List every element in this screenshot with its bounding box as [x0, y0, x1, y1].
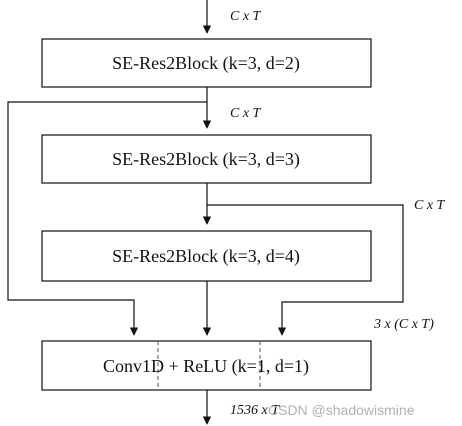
block2-box [41, 134, 372, 184]
block3-box [41, 230, 372, 282]
conv-label: Conv1D + ReLU (k=1, d=1) [103, 356, 309, 377]
block1-label: SE-Res2Block (k=3, d=2) [112, 53, 300, 74]
skip-connection-block1 [7, 101, 207, 336]
block2-label: SE-Res2Block (k=3, d=3) [112, 149, 300, 170]
block3-label: SE-Res2Block (k=3, d=4) [112, 246, 300, 267]
skip-connection-block2 [207, 204, 404, 336]
input-dim-label: C x T [230, 9, 262, 24]
output-dim-label: 1536 x T [230, 403, 280, 418]
concat-dim-label: 3 x (C x T) [373, 317, 434, 332]
conv-box [41, 340, 372, 391]
after-block1-dim-label: C x T [230, 106, 262, 121]
watermark: CSDN @shadowismine [268, 402, 415, 418]
after-block2-dim-label: C x T [414, 198, 446, 213]
